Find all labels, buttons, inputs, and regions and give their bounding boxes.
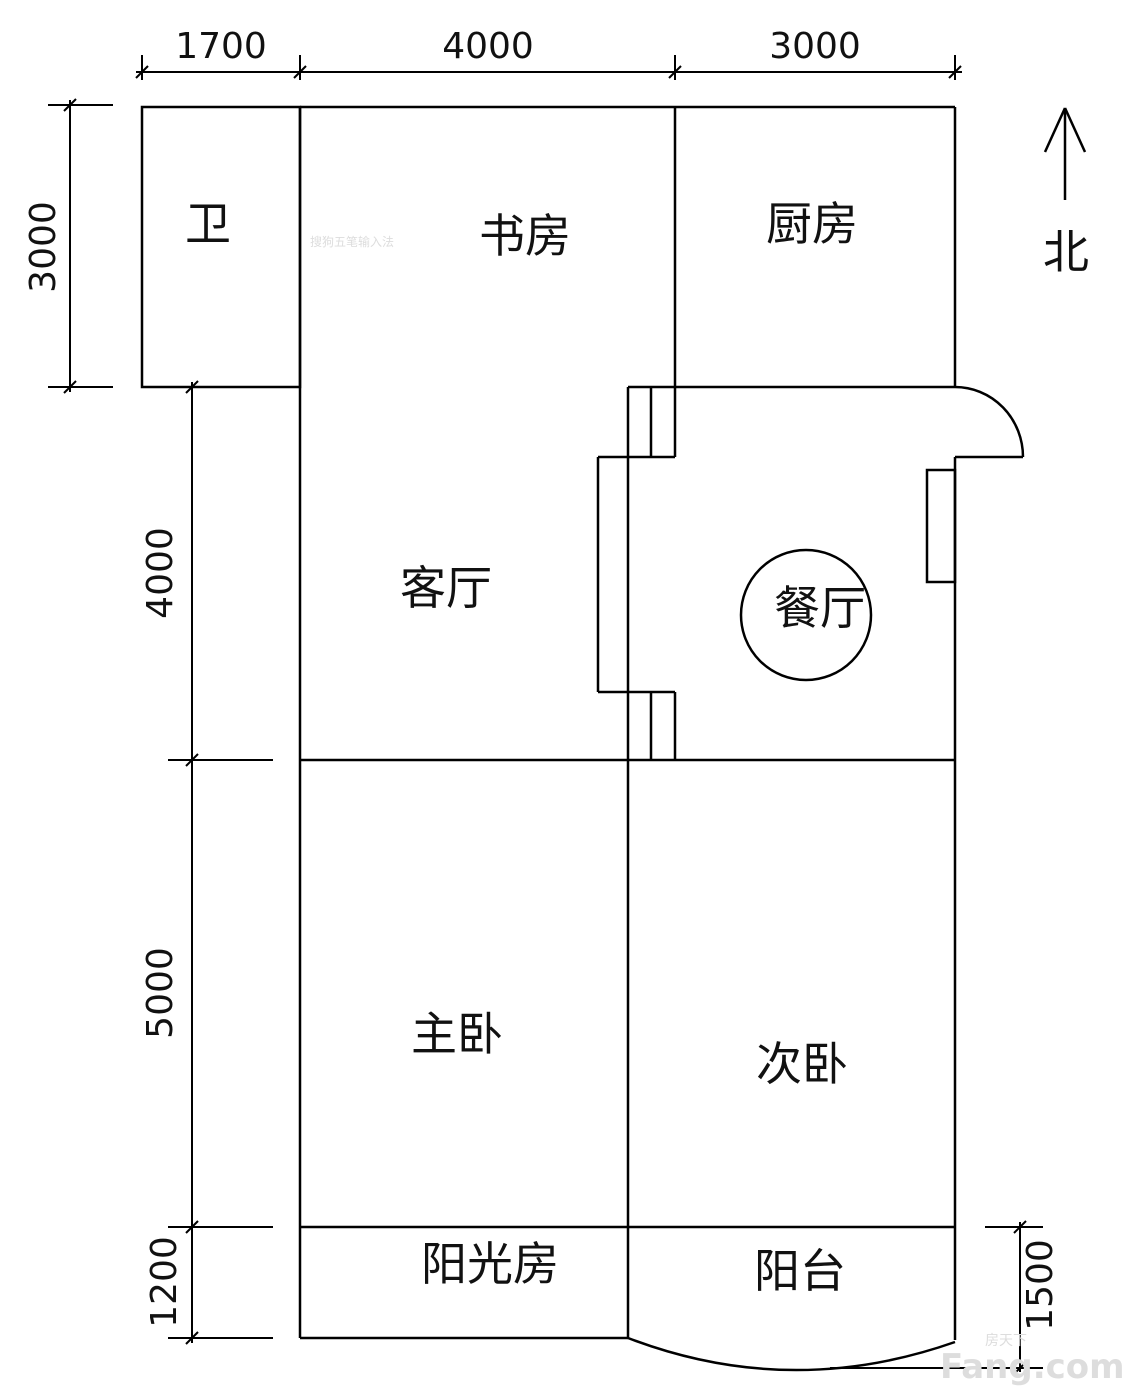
room-kitchen: 厨房 <box>766 197 858 251</box>
dim-label-top-3: 3000 <box>769 26 861 67</box>
ime-watermark: 搜狗五笔输入法 <box>310 234 394 249</box>
right-dimension-line <box>830 1220 1043 1375</box>
dim-label-right: 1500 <box>1020 1239 1061 1331</box>
window <box>925 468 957 584</box>
room-dining: 餐厅 <box>774 581 866 635</box>
dim-label-top-1: 1700 <box>175 26 267 67</box>
room-bathroom: 卫 <box>185 197 231 251</box>
room-balcony: 阳台 <box>754 1244 846 1298</box>
walls <box>140 105 957 1372</box>
north-label: 北 <box>1043 225 1089 279</box>
dim-label-left-outer: 3000 <box>23 201 64 293</box>
dim-label-left-2: 5000 <box>140 947 181 1039</box>
dim-label-left-1: 4000 <box>140 527 181 619</box>
top-dimension-line <box>135 55 962 80</box>
room-master-bedroom: 主卧 <box>411 1007 503 1061</box>
north-arrow-icon <box>1043 107 1087 200</box>
dim-label-left-3: 1200 <box>144 1236 185 1328</box>
site-watermark: Fang.com <box>940 1347 1125 1387</box>
room-second-bedroom: 次卧 <box>756 1037 848 1091</box>
left-outer-dimension-line <box>48 98 113 394</box>
site-watermark-cn: 房天下 <box>985 1333 1027 1349</box>
door-swing <box>954 385 1025 459</box>
left-inner-dimension-line <box>168 380 273 1345</box>
room-sunroom: 阳光房 <box>421 1237 559 1291</box>
dim-label-top-2: 4000 <box>442 26 534 67</box>
room-study: 书房 <box>479 209 571 263</box>
dining-table <box>739 548 873 682</box>
room-living: 客厅 <box>400 561 492 615</box>
